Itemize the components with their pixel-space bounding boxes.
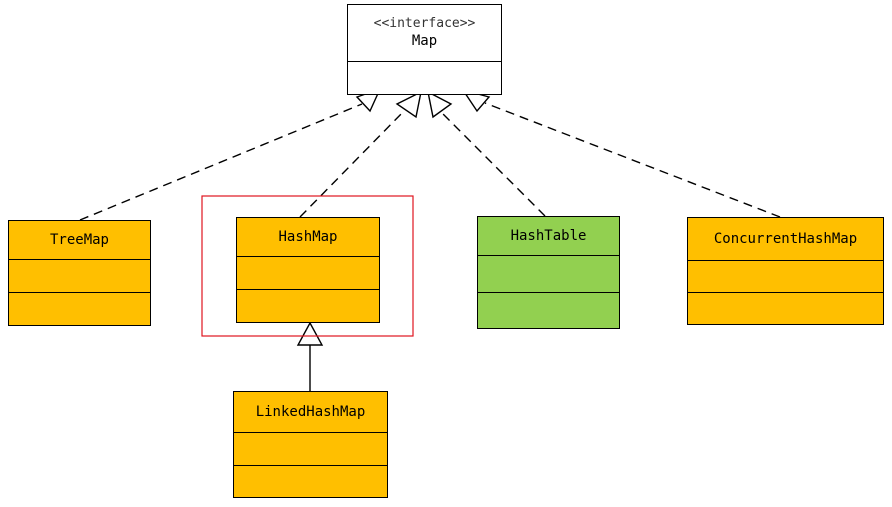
hashmap-arrowhead	[395, 90, 422, 119]
treemap-attributes-section	[9, 259, 150, 292]
hashtable-header: HashTable	[478, 217, 619, 255]
linkedhashmap-class-box: LinkedHashMap	[233, 391, 388, 498]
hashmap-methods-section	[237, 289, 379, 322]
map-interface-box: <<interface>> Map	[347, 4, 502, 95]
treemap-class-box: TreeMap	[8, 220, 151, 326]
hashmap-header: HashMap	[237, 218, 379, 256]
hashmap-highlight-frame	[201, 195, 414, 337]
map-name: Map	[411, 33, 438, 49]
hashmap-realization-line	[299, 110, 405, 218]
map-attributes-section	[348, 61, 501, 94]
hashtable-methods-section	[478, 291, 619, 329]
treemap-methods-section	[9, 292, 150, 325]
concurrenthashmap-name: ConcurrentHashMap	[713, 231, 858, 247]
linkedhashmap-methods-section	[234, 464, 387, 498]
hashtable-name: HashTable	[510, 228, 587, 244]
linkedhashmap-arrowhead	[296, 321, 324, 346]
concurrenthashmap-header: ConcurrentHashMap	[688, 218, 883, 260]
treemap-name: TreeMap	[49, 232, 109, 248]
treemap-header: TreeMap	[9, 221, 150, 259]
concurrenthashmap-class-box: ConcurrentHashMap	[687, 217, 884, 325]
hashtable-realization-line	[439, 110, 546, 217]
hashtable-arrowhead	[427, 90, 453, 119]
concurrenthashmap-realization-line	[484, 102, 781, 218]
hashtable-attributes-section	[478, 255, 619, 292]
map-header: <<interface>> Map	[348, 5, 501, 61]
linkedhashmap-attributes-section	[234, 432, 387, 465]
concurrenthashmap-attributes-section	[688, 260, 883, 292]
treemap-realization-line	[79, 103, 363, 221]
concurrenthashmap-methods-section	[688, 292, 883, 324]
map-stereotype: <<interface>>	[373, 16, 476, 31]
hashmap-class-box: HashMap	[236, 217, 380, 323]
linkedhashmap-name: LinkedHashMap	[255, 404, 366, 420]
hashtable-class-box: HashTable	[477, 216, 620, 329]
hashmap-attributes-section	[237, 256, 379, 289]
hashmap-name: HashMap	[278, 229, 338, 245]
linkedhashmap-header: LinkedHashMap	[234, 392, 387, 432]
